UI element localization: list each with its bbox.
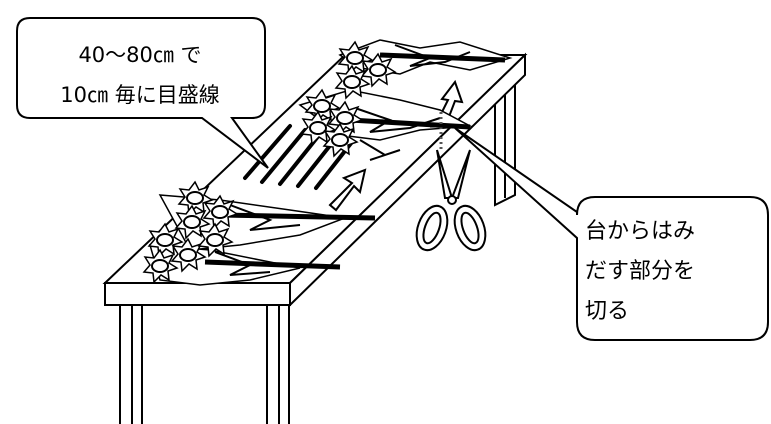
- cut-line: [430, 112, 462, 152]
- plant-bundle-upper: [298, 39, 513, 161]
- callout-cutting-line-3: 切る: [585, 299, 630, 324]
- callout-graduation-line-1: 40～80㎝ で: [78, 43, 202, 67]
- callout-cutting-line-2: だす部分を: [585, 259, 696, 284]
- callout-graduation-line-2: 10㎝ 毎に目盛線: [60, 83, 220, 107]
- callout-cutting-bubble: [454, 127, 769, 341]
- callout-cutting-line-1: 台からはみ: [585, 219, 696, 244]
- callout-cutting-text: 台からはみ だす部分を 切る: [585, 212, 755, 332]
- callout-graduation-text: 40～80㎝ で 10㎝ 毎に目盛線: [20, 35, 260, 115]
- callout-graduation-bubble: [16, 17, 269, 169]
- scissors-icon: [415, 149, 487, 252]
- table-front-legs: [119, 304, 290, 424]
- plant-bundle-lower: [143, 181, 376, 286]
